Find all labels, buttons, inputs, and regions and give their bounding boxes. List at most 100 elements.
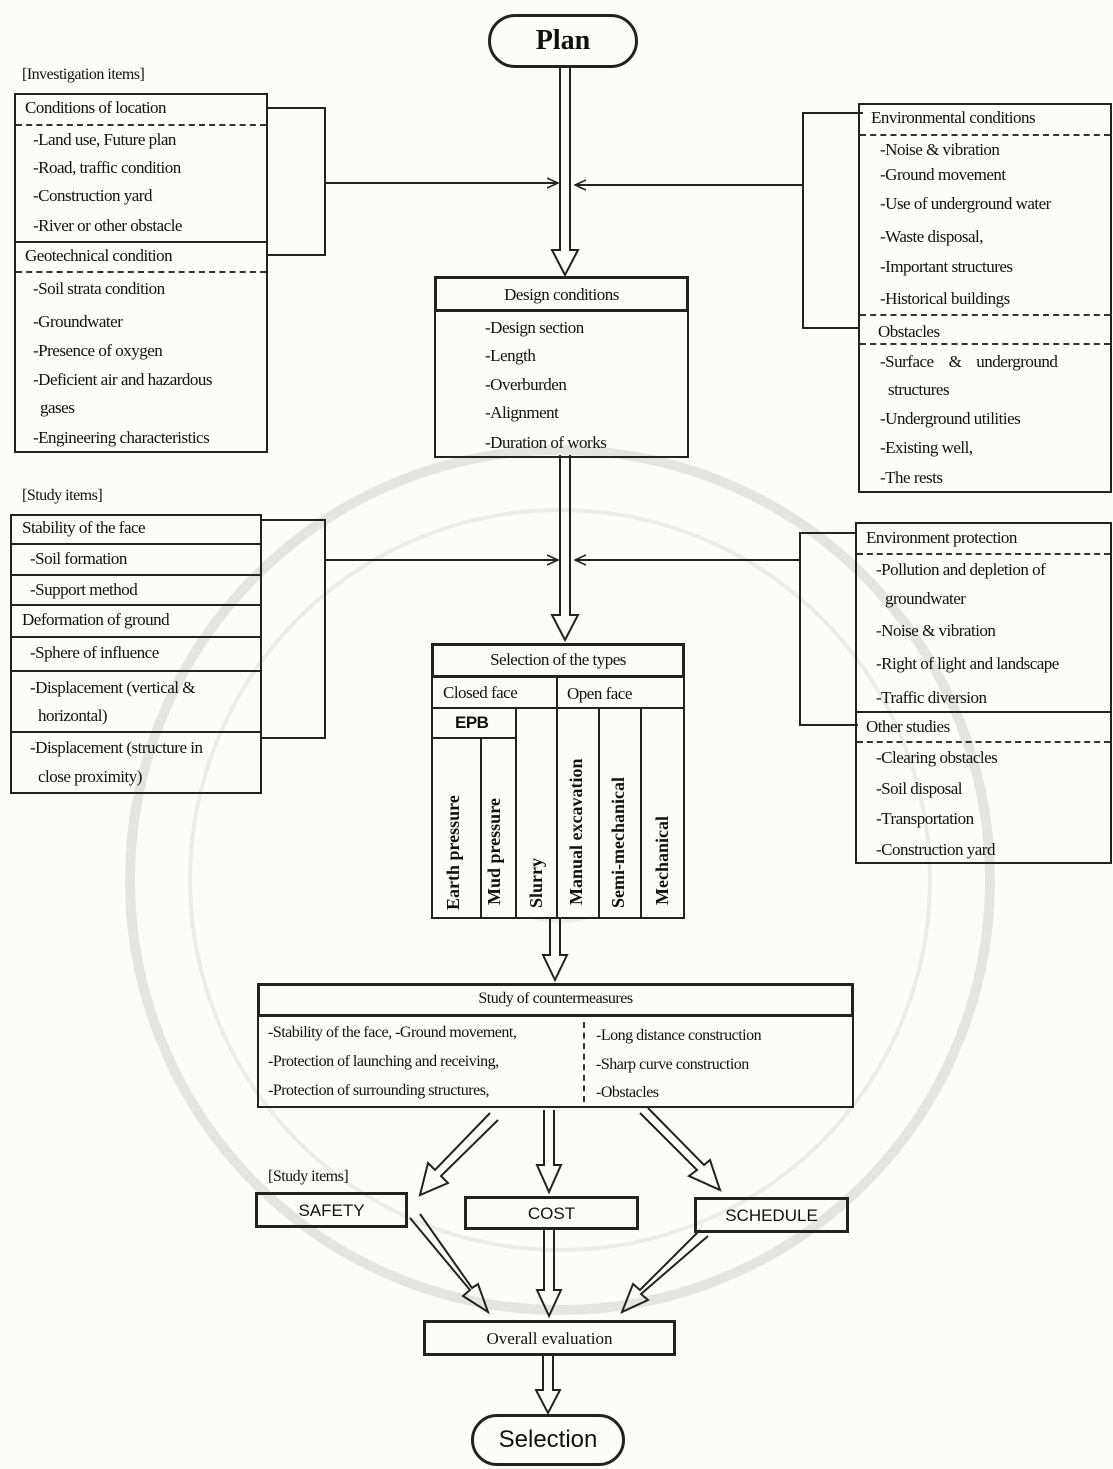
deform-item: -Displacement (vertical & — [30, 678, 195, 697]
env-protection-item: -Pollution and depletion of — [876, 560, 1046, 579]
countermeasures-header-frame — [257, 983, 854, 1017]
geo-divider — [16, 271, 266, 273]
countermeasure-item: -Stability of the face, -Ground movement… — [268, 1024, 517, 1041]
type-column-label: Manual excavation — [566, 758, 586, 906]
overall-evaluation-box: Overall evaluation — [423, 1320, 676, 1356]
types-col-divider — [515, 707, 517, 918]
design-item: -Overburden — [485, 375, 567, 394]
geo-header: Geotechnical condition — [25, 246, 173, 265]
epb-row-line — [431, 737, 515, 739]
obstacles-header: Obstacles — [878, 322, 940, 341]
design-item: -Alignment — [485, 403, 559, 422]
other-studies-top-line — [855, 711, 1112, 713]
environmental-item: -Historical buildings — [880, 289, 1010, 308]
type-column-label: Earth pressure — [443, 795, 463, 910]
environmental-box — [858, 103, 1112, 493]
other-studies-divider — [857, 741, 1110, 743]
deform-item: -Displacement (structure in — [30, 738, 203, 757]
design-header-frame — [434, 276, 689, 312]
study-left-label: [Study items] — [22, 487, 103, 504]
plan-terminal: Plan — [488, 14, 638, 68]
study-left-row-line — [10, 670, 262, 672]
design-item: -Duration of works — [485, 433, 607, 452]
countermeasure-item: -Obstacles — [596, 1084, 659, 1101]
type-column-label: Mechanical — [652, 816, 672, 905]
design-header: Design conditions — [504, 285, 619, 304]
countermeasure-item: -Protection of launching and receiving, — [268, 1053, 499, 1070]
types-row-line — [431, 707, 685, 709]
env-protection-item: groundwater — [885, 589, 966, 608]
environmental-divider — [860, 134, 1110, 136]
types-header: Selection of the types — [490, 650, 626, 669]
location-item: -River or other obstacle — [33, 216, 182, 235]
location-divider — [16, 124, 266, 126]
types-table — [431, 643, 685, 919]
other-studies-header: Other studies — [866, 717, 950, 736]
obstacles-item: structures — [888, 380, 950, 399]
selection-terminal: Selection — [471, 1414, 625, 1466]
deform-item: close proximity) — [38, 767, 142, 786]
closed-face-label: Closed face — [443, 683, 518, 702]
study-left-row-line — [10, 636, 262, 638]
obstacles-divider — [860, 343, 1110, 345]
open-face-label: Open face — [567, 684, 632, 703]
face-item: -Support method — [30, 580, 138, 599]
countermeasures-header: Study of countermeasures — [478, 990, 633, 1007]
env-protection-item: -Right of light and landscape — [876, 654, 1059, 673]
obstacles-item: -The rests — [880, 468, 943, 487]
type-column-label: Slurry — [526, 857, 546, 908]
study-left-row-line — [10, 604, 262, 606]
schedule-box: SCHEDULE — [694, 1197, 849, 1233]
safety-box: SAFETY — [255, 1192, 408, 1228]
other-studies-item: -Clearing obstacles — [876, 748, 998, 767]
obstacles-top-divider — [860, 314, 1110, 316]
obstacles-item: -Surface & underground — [880, 352, 1058, 371]
other-studies-item: -Soil disposal — [876, 779, 963, 798]
geo-item: -Deficient air and hazardous — [33, 370, 213, 389]
countermeasure-item: -Sharp curve construction — [596, 1056, 749, 1073]
deform-item: -Sphere of influence — [30, 643, 159, 662]
location-item: -Land use, Future plan — [33, 130, 176, 149]
type-column-label: Mud pressure — [484, 798, 504, 905]
geo-item: -Engineering characteristics — [33, 428, 210, 447]
location-item: -Construction yard — [33, 186, 152, 205]
face-item: -Soil formation — [30, 549, 127, 568]
study-items-label: [Study items] — [268, 1168, 349, 1185]
geo-item: -Groundwater — [33, 312, 123, 331]
obstacles-item: -Existing well, — [880, 438, 973, 457]
selection-label: Selection — [498, 1426, 598, 1453]
deform-header: Deformation of ground — [22, 610, 170, 629]
types-col-divider — [556, 678, 558, 918]
environmental-item: -Noise & vibration — [880, 140, 1000, 159]
design-item: -Length — [485, 346, 536, 365]
environmental-item: -Important structures — [880, 257, 1013, 276]
design-item: -Design section — [485, 318, 584, 337]
study-left-row-line — [10, 543, 262, 545]
other-studies-item: -Transportation — [876, 809, 974, 828]
countermeasures-divider — [583, 1022, 585, 1102]
geo-item: -Presence of oxygen — [33, 341, 163, 360]
investigation-box — [14, 93, 268, 453]
epb-label: EPB — [455, 713, 489, 732]
obstacles-item: -Underground utilities — [880, 409, 1021, 428]
cost-box: COST — [464, 1196, 639, 1230]
study-left-box — [10, 514, 262, 794]
study-right-box — [855, 522, 1112, 864]
types-col-divider — [640, 707, 642, 918]
study-left-row-line — [10, 574, 262, 576]
environmental-header: Environmental conditions — [871, 108, 1036, 127]
investigation-label: [Investigation items] — [22, 66, 145, 83]
geo-item: gases — [40, 398, 75, 417]
env-protection-divider — [857, 553, 1110, 555]
geo-section-divider — [14, 241, 268, 243]
countermeasure-item: -Protection of surrounding structures, — [268, 1082, 489, 1099]
type-column-label: Semi-mechanical — [608, 777, 628, 908]
other-studies-item: -Construction yard — [876, 840, 995, 859]
location-item: -Road, traffic condition — [33, 158, 181, 177]
environmental-item: -Waste disposal, — [880, 227, 984, 246]
countermeasure-item: -Long distance construction — [596, 1027, 762, 1044]
geo-item: -Soil strata condition — [33, 279, 165, 298]
study-left-row-line — [10, 731, 262, 733]
types-header-frame — [431, 643, 685, 678]
face-header: Stability of the face — [22, 518, 146, 537]
